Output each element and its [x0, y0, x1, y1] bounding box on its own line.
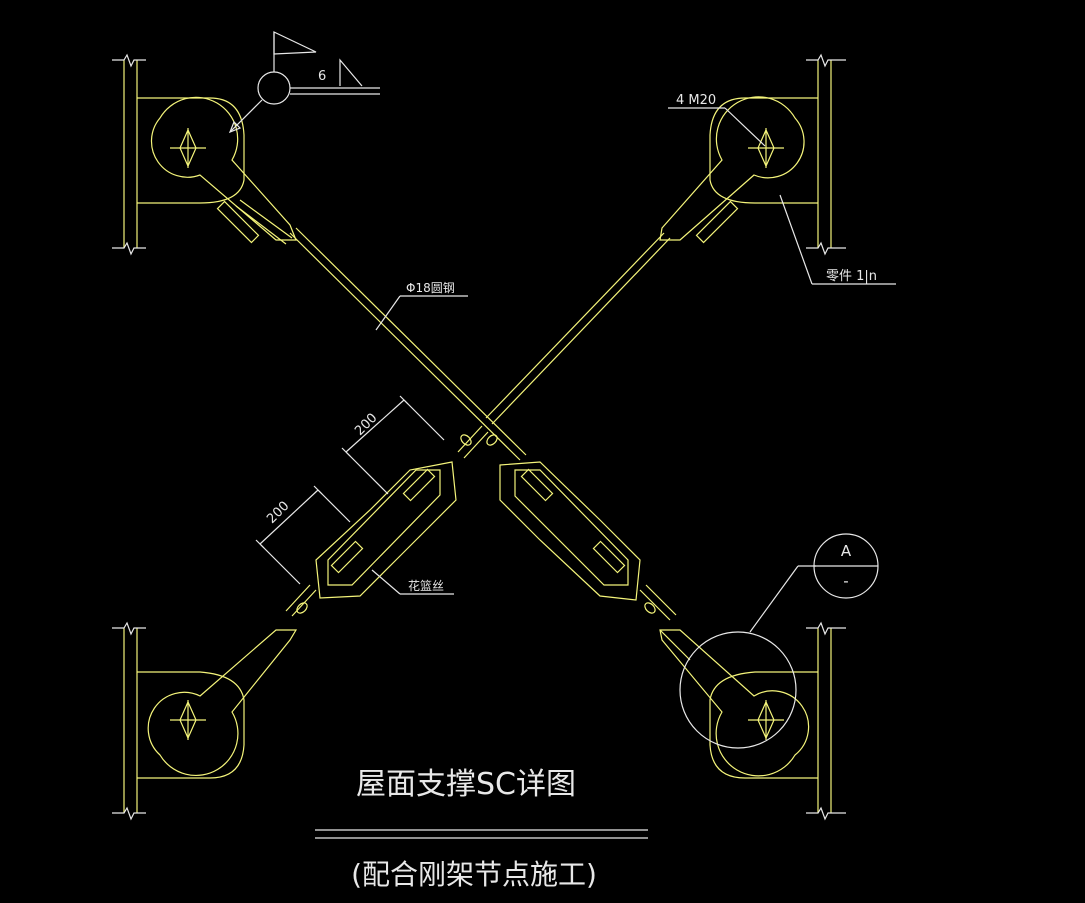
- section-top-label: A: [841, 542, 852, 560]
- right-top-column: [806, 53, 846, 256]
- rod-tr-bl: [285, 200, 739, 617]
- section-bottom-label: -: [843, 572, 848, 590]
- gusset-plate-top-right: [659, 96, 818, 241]
- part-leader: [779, 194, 896, 285]
- rod-tl-br: [216, 199, 691, 661]
- turnbuckle-leader: [371, 569, 454, 595]
- left-bottom-column: [112, 621, 146, 821]
- gusset-plate-bottom-right: [659, 629, 818, 779]
- detail-callout: [679, 533, 879, 749]
- part-label: 零件 1|n: [826, 269, 877, 284]
- rod-label: Φ18圆钢: [406, 281, 455, 295]
- drawing-title: 屋面支撑SC详图: [356, 767, 576, 802]
- turnbuckle-label: 花篮丝: [408, 578, 444, 593]
- right-bottom-column: [806, 621, 846, 821]
- left-top-column: [112, 53, 146, 256]
- weld-size-label: 6: [318, 69, 326, 84]
- dim-lower-label: 200: [264, 499, 292, 527]
- drawing-subtitle: (配合刚架节点施工): [351, 858, 597, 891]
- bolt-leader: [668, 107, 766, 147]
- dimension-lines: [255, 395, 445, 585]
- gusset-plate-bottom-left: [137, 629, 298, 779]
- gusset-plate-top-left: [137, 96, 297, 241]
- dim-upper-label: 200: [352, 411, 380, 439]
- rod-leader: [375, 295, 468, 331]
- weld-symbol: [228, 31, 380, 134]
- bolt-label: 4 M20: [676, 93, 716, 108]
